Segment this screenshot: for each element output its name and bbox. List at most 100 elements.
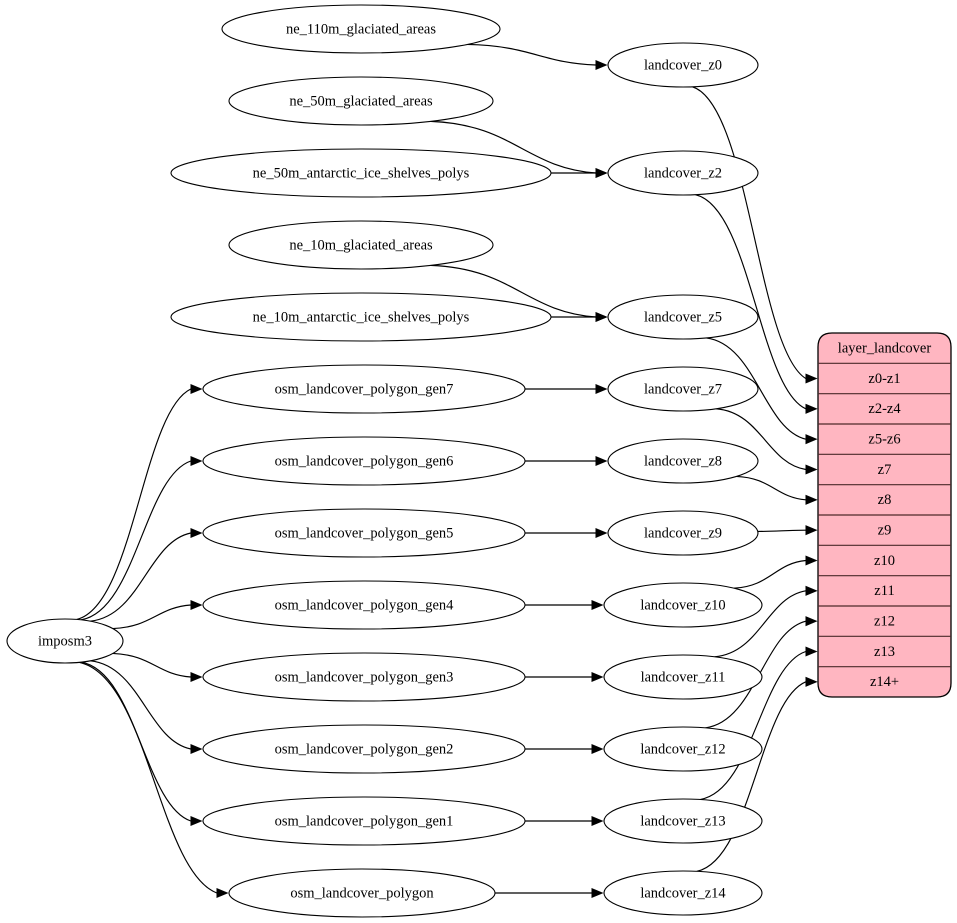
node-osm_landcover_polygon_gen7[interactable]: osm_landcover_polygon_gen7 xyxy=(202,364,526,414)
node-imposm3[interactable]: imposm3 xyxy=(6,618,124,664)
record-row-label: z13 xyxy=(874,644,895,660)
layer-landcover-record: layer_landcover z0-z1 z2-z4 z5-z6 z7 z8 z9 z10 z… xyxy=(817,332,952,698)
node-label: imposm3 xyxy=(38,633,92,649)
node-ne_110m_glaciated_areas[interactable]: ne_110m_glaciated_areas xyxy=(221,4,501,54)
record-row-z7[interactable]: z7 xyxy=(818,454,951,484)
edge-arrowhead xyxy=(805,616,818,627)
edge-arrowhead xyxy=(190,383,203,395)
table-node-shape xyxy=(202,508,526,558)
edge-arrowhead xyxy=(190,743,203,755)
record-row-z14-[interactable]: z14+ xyxy=(818,667,951,697)
edge-ne_10m_glaciated_areas-to-landcover_z5 xyxy=(430,264,596,318)
record-row-z12[interactable]: z12 xyxy=(818,606,951,636)
node-label: landcover_z9 xyxy=(644,525,722,541)
edge-imposm3-to-osm_landcover_polygon_gen3 xyxy=(112,652,191,678)
node-label: ne_110m_glaciated_areas xyxy=(286,21,436,37)
view-node-shape xyxy=(607,438,759,484)
edge-arrowhead xyxy=(190,455,203,467)
view-node-shape xyxy=(603,654,763,700)
edge-arrowhead xyxy=(805,464,818,475)
layer-landcover-record-node[interactable]: layer_landcover z0-z1 z2-z4 z5-z6 z7 z8 z9 z10 z… xyxy=(817,332,952,698)
node-osm_landcover_polygon_gen5[interactable]: osm_landcover_polygon_gen5 xyxy=(202,508,526,558)
record-row-label: z14+ xyxy=(870,674,899,690)
edge-landcover_z0-to-row-z0-z1 xyxy=(692,86,807,379)
node-ne_10m_glaciated_areas[interactable]: ne_10m_glaciated_areas xyxy=(228,220,494,270)
edge-arrowhead xyxy=(805,646,818,657)
node-osm_landcover_polygon_gen2[interactable]: osm_landcover_polygon_gen2 xyxy=(202,724,526,774)
record-row-label: z0-z1 xyxy=(868,371,900,387)
node-label: osm_landcover_polygon_gen6 xyxy=(275,453,454,469)
node-ne_10m_antarctic_ice_shelves_polys[interactable]: ne_10m_antarctic_ice_shelves_polys xyxy=(170,292,552,342)
edge-arrowhead xyxy=(805,373,818,384)
table-node-shape xyxy=(228,220,494,270)
edge-imposm3-to-osm_landcover_polygon_gen5 xyxy=(90,532,191,622)
edge-arrowhead xyxy=(595,455,608,467)
edge-imposm3-to-osm_landcover_polygon_gen4 xyxy=(112,604,191,630)
view-node-shape xyxy=(607,510,759,556)
node-landcover_z14[interactable]: landcover_z14 xyxy=(603,870,763,916)
record-row-z8[interactable]: z8 xyxy=(818,485,951,515)
edge-landcover_z14-to-row-z14plus xyxy=(696,681,807,872)
edge-arrowhead xyxy=(595,383,608,395)
node-landcover_z2[interactable]: landcover_z2 xyxy=(607,150,759,196)
node-label: landcover_z7 xyxy=(644,381,722,397)
node-label: ne_10m_antarctic_ice_shelves_polys xyxy=(253,309,470,325)
node-landcover_z10[interactable]: landcover_z10 xyxy=(603,582,763,628)
node-label: osm_landcover_polygon_gen1 xyxy=(275,813,454,829)
node-osm_landcover_polygon_gen6[interactable]: osm_landcover_polygon_gen6 xyxy=(202,436,526,486)
node-osm_landcover_polygon_gen1[interactable]: osm_landcover_polygon_gen1 xyxy=(202,796,526,846)
node-landcover_z7[interactable]: landcover_z7 xyxy=(607,366,759,412)
table-node-shape xyxy=(221,4,501,54)
node-landcover_z9[interactable]: landcover_z9 xyxy=(607,510,759,556)
node-label: landcover_z2 xyxy=(644,165,722,181)
node-landcover_z13[interactable]: landcover_z13 xyxy=(603,798,763,844)
record-row-z9[interactable]: z9 xyxy=(818,515,951,545)
record-row-z2-z4[interactable]: z2-z4 xyxy=(818,394,951,424)
record-row-label: z7 xyxy=(878,462,892,478)
record-row-z5-z6[interactable]: z5-z6 xyxy=(818,424,951,454)
node-landcover_z12[interactable]: landcover_z12 xyxy=(603,726,763,772)
table-node-shape xyxy=(202,364,526,414)
node-landcover_z5[interactable]: landcover_z5 xyxy=(607,294,759,340)
edge-arrowhead xyxy=(190,599,203,611)
edge-arrowhead xyxy=(591,599,604,611)
node-label: landcover_z13 xyxy=(640,813,725,829)
view-node-shape xyxy=(607,294,759,340)
record-row-label: z11 xyxy=(874,583,894,599)
record-row-label: z9 xyxy=(878,522,892,538)
record-row-label: z5-z6 xyxy=(868,431,900,447)
record-row-z11[interactable]: z11 xyxy=(818,576,951,606)
node-landcover_z11[interactable]: landcover_z11 xyxy=(603,654,763,700)
edge-landcover_z7-to-row-z7 xyxy=(716,408,806,471)
edge-ne_50m_glaciated_areas-to-landcover_z2 xyxy=(430,120,596,174)
node-osm_landcover_polygon_gen3[interactable]: osm_landcover_polygon_gen3 xyxy=(202,652,526,702)
table-node-shape xyxy=(170,148,552,198)
table-node-shape xyxy=(202,436,526,486)
table-node-shape xyxy=(170,292,552,342)
edge-arrowhead xyxy=(591,671,604,683)
record-row-z0-z1[interactable]: z0-z1 xyxy=(818,363,951,393)
node-osm_landcover_polygon_gen4[interactable]: osm_landcover_polygon_gen4 xyxy=(202,580,526,630)
node-landcover_z8[interactable]: landcover_z8 xyxy=(607,438,759,484)
record-row-z13[interactable]: z13 xyxy=(818,636,951,666)
table-node-shape xyxy=(202,724,526,774)
record-row-label: z12 xyxy=(874,613,895,629)
source-node-shape xyxy=(6,618,124,664)
node-label: osm_landcover_polygon xyxy=(290,885,434,901)
node-label: ne_50m_antarctic_ice_shelves_polys xyxy=(253,165,470,181)
edge-landcover_z11-to-row-z11 xyxy=(714,590,806,658)
record-row-z10[interactable]: z10 xyxy=(818,545,951,575)
node-label: landcover_z11 xyxy=(641,669,726,685)
view-node-shape xyxy=(607,366,759,412)
view-node-shape xyxy=(603,726,763,772)
node-landcover_z0[interactable]: landcover_z0 xyxy=(607,42,759,88)
node-ne_50m_antarctic_ice_shelves_polys[interactable]: ne_50m_antarctic_ice_shelves_polys xyxy=(170,148,552,198)
record-header-label: layer_landcover xyxy=(838,340,932,356)
edge-arrowhead xyxy=(595,527,608,539)
edge-arrowhead xyxy=(805,585,818,596)
node-layer: imposm3 ne_110m_glaciated_areas ne_50m_gla… xyxy=(6,4,763,918)
node-ne_50m_glaciated_areas[interactable]: ne_50m_glaciated_areas xyxy=(228,76,494,126)
node-osm_landcover_polygon[interactable]: osm_landcover_polygon xyxy=(228,868,496,918)
